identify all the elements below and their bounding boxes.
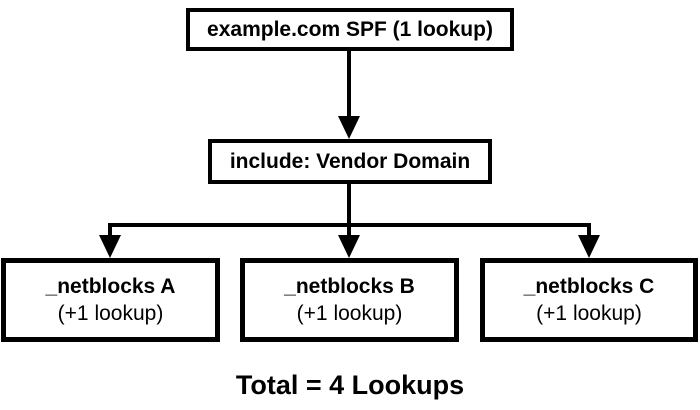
arrowhead-include [338, 116, 360, 139]
node-title: _netblocks B [284, 275, 415, 298]
node-root-label: example.com SPF (1 lookup) [207, 17, 493, 41]
node-title: _netblocks C [523, 275, 655, 298]
node-title: _netblocks A [45, 275, 176, 298]
total-label: Total = 4 Lookups [235, 370, 465, 400]
node-subtitle: (+1 lookup) [296, 302, 403, 325]
node-root-spf: example.com SPF (1 lookup) [186, 8, 514, 51]
arrowhead-netblocks-c [578, 235, 600, 258]
node-subtitle: (+1 lookup) [57, 302, 164, 325]
node-netblocks-a: _netblocks A (+1 lookup) [1, 258, 220, 342]
node-subtitle: (+1 lookup) [536, 302, 642, 325]
node-netblocks-b: _netblocks B (+1 lookup) [240, 258, 459, 342]
node-include-vendor: include: Vendor Domain [208, 139, 492, 184]
node-netblocks-c: _netblocks C (+1 lookup) [480, 258, 698, 342]
arrowhead-netblocks-a [99, 235, 121, 258]
arrowhead-netblocks-b [338, 235, 360, 258]
node-include-label: include: Vendor Domain [229, 149, 471, 173]
